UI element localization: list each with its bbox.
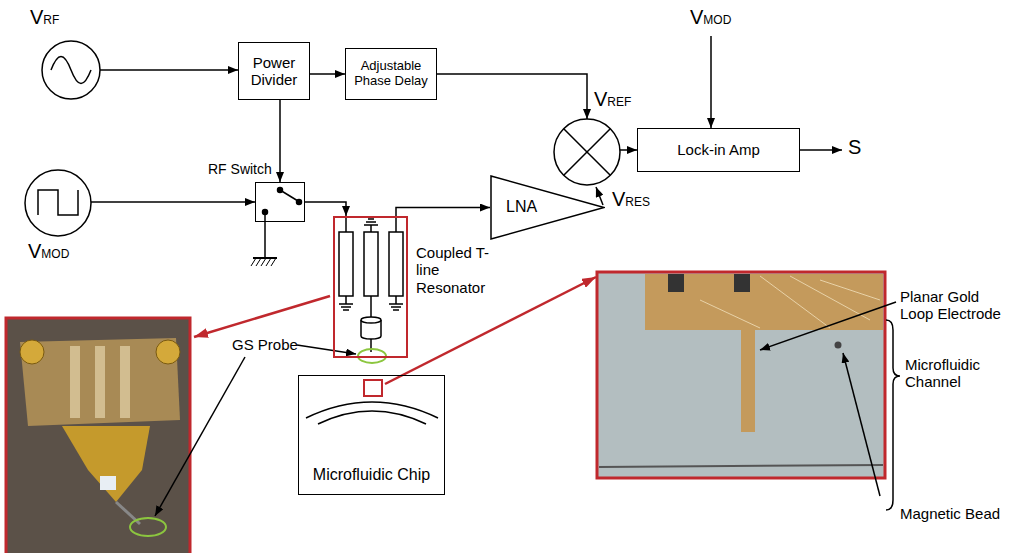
signal-name: VMOD [28, 240, 69, 263]
signal-name: VMOD [690, 6, 731, 29]
node-text: Power Divider [243, 54, 305, 89]
mixer-symbol [554, 119, 620, 185]
probe-photo [6, 318, 190, 553]
leader-arrow [843, 353, 880, 496]
signal-name: VRF [30, 6, 59, 29]
rf-source [42, 41, 100, 99]
channel-outline [318, 411, 426, 424]
resonator-line [339, 232, 353, 296]
node-text: RF Switch [208, 161, 272, 177]
switch-blade [280, 190, 298, 201]
resonator-line [364, 232, 378, 296]
coax-wire [370, 339, 372, 352]
part-label: Magnetic Bead [900, 505, 1000, 522]
part-label: GS Probe [232, 336, 298, 353]
amplifier-outline [491, 176, 604, 239]
amplifier-triangle: LNA [490, 175, 605, 240]
signal-wire [91, 201, 255, 203]
zoom-marker [364, 380, 382, 396]
node-text: Adjustable Phase Delay [350, 59, 432, 89]
resonator-line [389, 232, 403, 296]
modulation-source [25, 170, 91, 236]
channel-outline [306, 402, 438, 418]
process-box: Lock-in Amp [637, 128, 800, 172]
probe-marker [130, 518, 166, 536]
zoom-arrow [194, 296, 330, 337]
process-box: Power Divider [238, 42, 310, 100]
connector-arrow [279, 100, 281, 182]
gold-pad [645, 274, 883, 330]
process-box: Adjustable Phase Delay [345, 48, 437, 100]
pad-gap [734, 274, 750, 292]
part-label: Microfluidic Channel [905, 356, 1005, 391]
ground-symbol [389, 296, 403, 310]
ground-hatch [251, 258, 276, 266]
node-text: Lock-in Amp [677, 141, 760, 158]
resonator-strip [95, 346, 105, 418]
microfluidic-chip: Microfluidic Chip [298, 375, 445, 495]
sine-symbol [51, 57, 91, 84]
leader-arrow [760, 302, 896, 350]
coax-wire [370, 296, 372, 318]
brace [886, 320, 900, 510]
photo-ground [597, 272, 885, 478]
sma-connector [156, 340, 180, 364]
signal-wire [800, 149, 842, 151]
coax-cylinder [361, 317, 381, 323]
gold-electrode [741, 330, 755, 432]
sma-connector [20, 340, 44, 364]
leader-arrow [155, 357, 245, 516]
probe-body [62, 426, 150, 502]
ground-symbol [364, 219, 378, 232]
node-text: Coupled T-line Resonator [416, 244, 498, 296]
photo-ground [6, 318, 190, 553]
signal-wire [596, 187, 603, 205]
signal-wire [437, 74, 587, 119]
part-label: Planar Gold Loop Electrode [900, 288, 1012, 323]
resonator-strip [70, 346, 80, 418]
resonator-strip [120, 346, 130, 418]
magnetic-bead [835, 342, 842, 349]
output-name: S [848, 136, 861, 159]
connector-arrow [305, 202, 346, 216]
connector-arrow [396, 208, 490, 217]
signal-wire [710, 36, 712, 128]
square-wave-symbol [38, 190, 78, 215]
node-text: LNA [506, 198, 537, 216]
photo-frame [6, 318, 190, 553]
photo-frame [597, 272, 885, 478]
probe-marker [358, 349, 386, 363]
mixer-cross [564, 129, 611, 176]
ground-symbol [339, 296, 353, 310]
resonator-wire [345, 216, 347, 232]
resonator-wire [395, 216, 397, 232]
mixer-cross [564, 129, 611, 176]
channel-wall [599, 465, 883, 467]
node-text: Microfluidic Chip [313, 466, 430, 484]
ground-wire [264, 212, 266, 258]
signal-name: VREF [594, 88, 631, 111]
switch-contact [297, 200, 302, 205]
probe-tag [100, 476, 116, 490]
signal-wire [100, 69, 238, 71]
rf-switch: RF Switch [255, 182, 305, 222]
scratch-lines [700, 276, 880, 328]
signal-wire [620, 149, 637, 151]
resonator-group: Coupled T-line Resonator [333, 216, 408, 358]
leader-arrow [297, 345, 356, 354]
signal-name: VRES [612, 188, 650, 211]
connector-arrow [310, 73, 345, 75]
circuit-board [20, 338, 180, 426]
electrode-photo [597, 272, 885, 478]
pad-gap [668, 274, 684, 292]
